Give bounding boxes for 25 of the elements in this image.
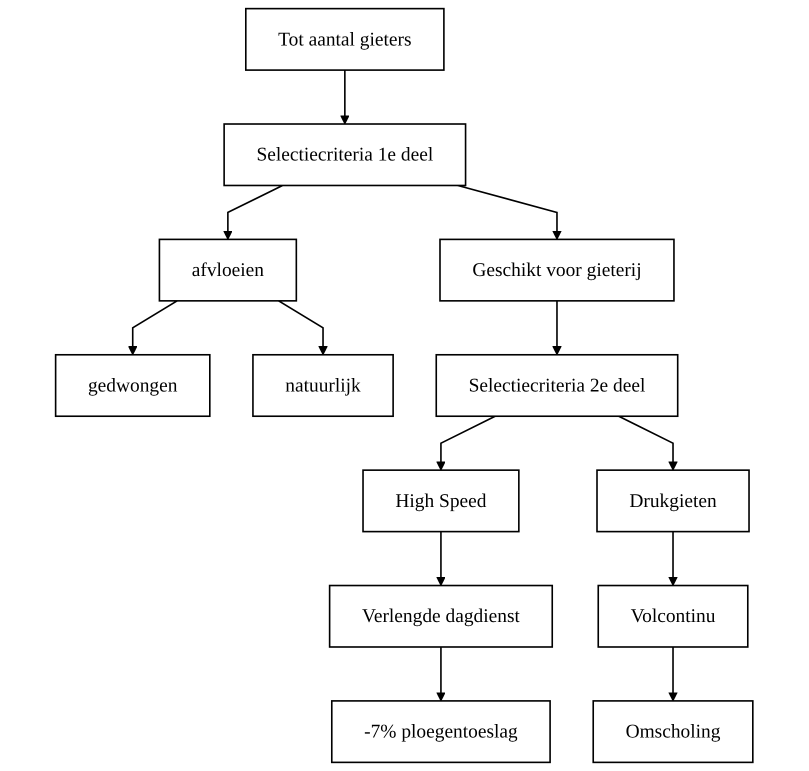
arrow xyxy=(668,532,678,586)
node-box: gedwongen xyxy=(55,354,211,418)
node-box: Geschikt voor gieterij xyxy=(439,238,676,302)
arrow xyxy=(436,647,446,702)
node-box: High Speed xyxy=(362,469,520,532)
node-box: natuurlijk xyxy=(252,354,394,418)
arrow xyxy=(458,184,562,240)
node-box: Tot aantal gieters xyxy=(245,8,445,71)
node-box: Omscholing xyxy=(592,700,754,764)
node-box: afvloeien xyxy=(158,238,298,302)
arrow xyxy=(668,647,678,702)
node-box: Volcontinu xyxy=(598,584,749,648)
node-box: Drukgieten xyxy=(596,469,750,532)
node-box: -7% ploegentoeslag xyxy=(331,700,552,764)
arrow xyxy=(340,70,350,124)
arrow xyxy=(128,300,178,356)
arrow xyxy=(223,184,284,240)
arrow xyxy=(436,532,446,586)
arrow xyxy=(552,300,562,356)
node-box: Selectiecriteria 2e deel xyxy=(436,354,679,418)
arrow xyxy=(618,416,678,471)
arrow xyxy=(436,416,496,471)
node-box: Verlengde dagdienst xyxy=(329,584,554,648)
node-box: Selectiecriteria 1e deel xyxy=(224,123,467,186)
arrow xyxy=(278,300,328,356)
